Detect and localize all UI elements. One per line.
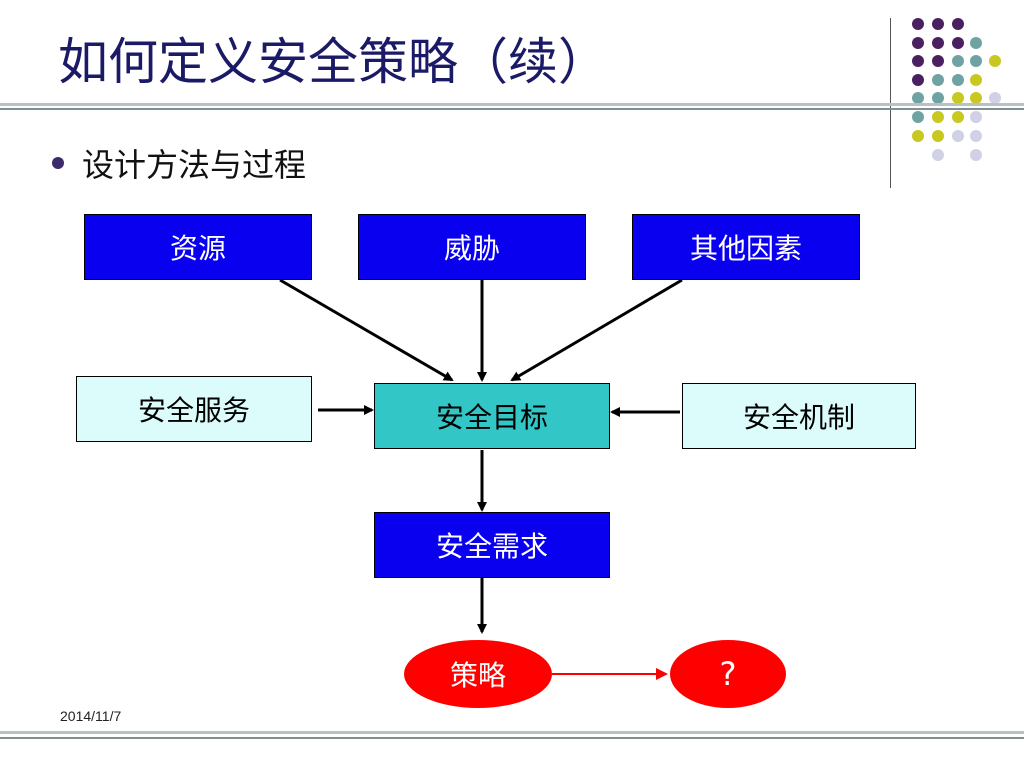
bullet-text: 设计方法与过程 [82, 146, 307, 184]
box-resource: 资源 [84, 214, 312, 280]
oval-policy: 策略 [404, 640, 552, 708]
title-divider-line-secondary [0, 108, 1024, 110]
box-security-goal: 安全目标 [374, 383, 610, 449]
arrow-other-to-goal [510, 278, 683, 382]
oval-question: ? [670, 640, 786, 708]
footer-divider-line [0, 731, 1024, 734]
box-security-mechanism: 安全机制 [682, 383, 916, 449]
box-other-factors: 其他因素 [632, 214, 860, 280]
decorative-dot-grid [912, 18, 1001, 161]
box-threat: 威胁 [358, 214, 586, 280]
bullet-item: 设计方法与过程 [52, 140, 306, 186]
slide-date: 2014/11/7 [60, 708, 122, 724]
box-security-requirement: 安全需求 [374, 512, 610, 578]
footer-divider-line-secondary [0, 737, 1024, 739]
slide-title: 如何定义安全策略（续） [58, 33, 608, 91]
arrow-resource-to-goal [279, 278, 454, 382]
bullet-icon [52, 157, 64, 169]
title-divider-line [0, 103, 1024, 106]
box-security-service: 安全服务 [76, 376, 312, 442]
